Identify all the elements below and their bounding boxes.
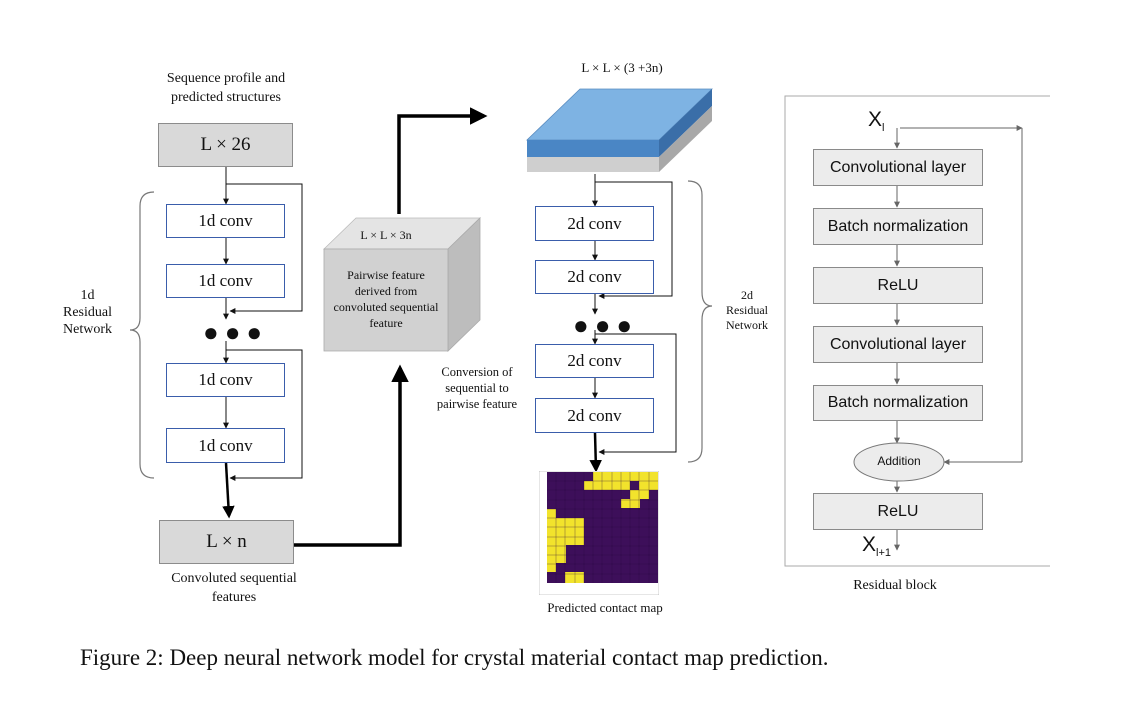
contact-map-caption: Predicted contact map	[547, 600, 663, 615]
contact-map-image	[538, 470, 660, 596]
output-caption: Convoluted sequential features	[171, 571, 297, 605]
ellipsis-dots-2d: ●●●	[573, 311, 639, 340]
conv1d-block-4: 1d conv	[166, 428, 285, 463]
conv2d-block-3: 2d conv	[535, 344, 654, 378]
residual-block-caption: Residual block	[853, 578, 937, 593]
x-in-label: Xl	[868, 108, 885, 135]
x-out-label: Xl+1	[862, 533, 892, 560]
conv1d-block-2: 1d conv	[166, 264, 285, 298]
rb-relu-final: ReLU	[813, 493, 983, 530]
conversion-caption: Conversion of sequential to pairwise fea…	[436, 365, 518, 411]
tensor-shape-label: L × L × (3 +3n)	[581, 60, 663, 75]
input-shape-box: L × 26	[158, 123, 293, 167]
rb-relu-1: ReLU	[813, 267, 983, 304]
cube-shape-label: L × L × 3n	[360, 228, 412, 242]
conv2d-block-1: 2d conv	[535, 206, 654, 241]
residual-2d-label: 2d Residual Network	[726, 288, 768, 332]
conv1d-block-3: 1d conv	[166, 363, 285, 397]
rb-batch-norm-2: Batch normalization	[813, 385, 983, 421]
residual-1d-label: 1d Residual Network	[63, 288, 112, 337]
conv2d-block-4: 2d conv	[535, 398, 654, 433]
ellipsis-dots-1d: ●●●	[203, 318, 269, 347]
rb-conv-layer-1: Convolutional layer	[813, 149, 983, 186]
figure-caption: Figure 2: Deep neural network model for …	[80, 645, 829, 670]
conv1d-block-1: 1d conv	[166, 204, 285, 238]
rb-batch-norm-1: Batch normalization	[813, 208, 983, 245]
rb-conv-layer-2: Convolutional layer	[813, 326, 983, 363]
input-caption: Sequence profile and predicted structure…	[166, 71, 286, 105]
conv2d-block-2: 2d conv	[535, 260, 654, 294]
output-shape-box: L × n	[159, 520, 294, 564]
rb-addition-node: Addition	[877, 454, 921, 468]
cube-description: Pairwise feature derived from convoluted…	[333, 268, 439, 330]
